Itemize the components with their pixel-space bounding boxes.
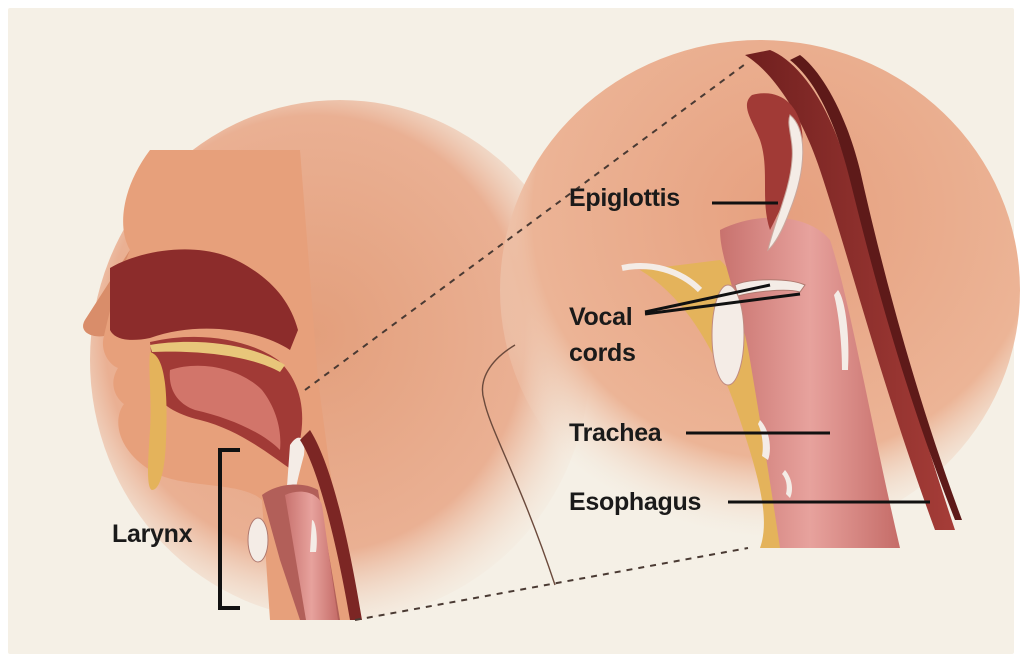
- label-esophagus: Esophagus: [569, 487, 701, 517]
- label-trachea: Trachea: [569, 418, 661, 448]
- label-epiglottis: Epiglottis: [569, 183, 680, 213]
- label-larynx: Larynx: [112, 519, 192, 549]
- label-vocal-cords-line2: cords: [569, 338, 636, 368]
- label-vocal-cords-line1: Vocal: [569, 302, 632, 332]
